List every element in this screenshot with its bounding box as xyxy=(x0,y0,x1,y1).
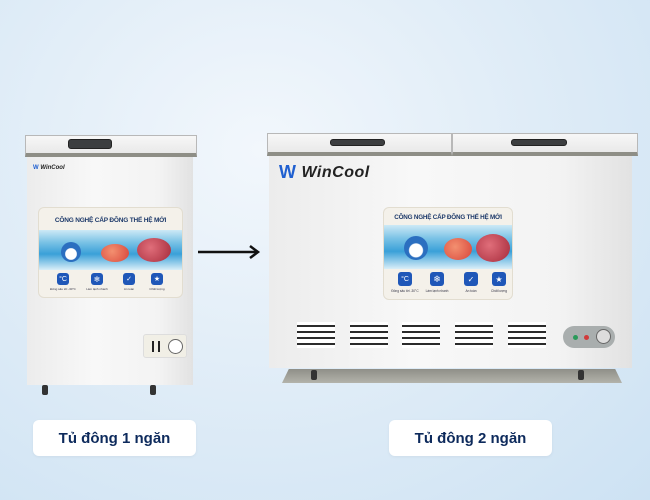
double-compartment-freezer: W WinCool CÔNG NGHỆ CẤP ĐÔNG THẾ HỆ MỚI … xyxy=(266,133,640,385)
feature-item: ★Chất lượng xyxy=(143,273,171,291)
green-indicator-light xyxy=(573,335,578,340)
thermostat-dial[interactable] xyxy=(596,329,611,344)
feature-item: ✓An toàn xyxy=(456,272,486,293)
brand-logo: W WinCool xyxy=(279,162,370,182)
lid-handle xyxy=(68,139,112,149)
salmon-image xyxy=(444,238,472,260)
thermostat-control[interactable] xyxy=(143,334,187,358)
award-icon: ★ xyxy=(492,272,506,286)
wheel xyxy=(578,370,584,380)
single-compartment-freezer: W WinCool CÔNG NGHỆ CẤP ĐÔNG THẾ HỆ MỚI … xyxy=(25,135,197,397)
panel-title: CÔNG NGHỆ CẤP ĐÔNG THẾ HỆ MỚI xyxy=(394,214,502,221)
award-icon: ★ xyxy=(151,273,163,285)
vent-grille xyxy=(402,322,440,348)
lid-handle xyxy=(330,139,385,146)
snowflake-icon: ❄ xyxy=(430,272,444,286)
vent-grille xyxy=(455,322,493,348)
brand-logo: W WinCool xyxy=(33,165,65,171)
feature-item: ❄Làm lạnh nhanh xyxy=(425,272,449,293)
label-single-compartment: Tủ đông 1 ngăn xyxy=(33,420,196,456)
wheel xyxy=(311,370,317,380)
snowflake-icon: ❄ xyxy=(91,273,103,285)
feature-item: ★Chất lượng xyxy=(484,272,512,293)
shield-icon: ✓ xyxy=(464,272,478,286)
freezer-base xyxy=(282,369,622,383)
meat-image xyxy=(476,234,510,262)
thermometer-icon: °C xyxy=(398,272,412,286)
wheel xyxy=(42,385,48,395)
vent-grille xyxy=(297,322,335,348)
lid-handle xyxy=(511,139,567,146)
shield-icon: ✓ xyxy=(123,273,135,285)
panel-title: CÔNG NGHỆ CẤP ĐÔNG THẾ HỆ MỚI xyxy=(54,217,167,224)
label-double-compartment: Tủ đông 2 ngăn xyxy=(389,420,552,456)
thermostat-control[interactable] xyxy=(563,326,615,348)
thermometer-icon: °C xyxy=(57,273,69,285)
wheel xyxy=(150,385,156,395)
meat-image xyxy=(137,238,171,262)
red-indicator-light xyxy=(584,335,589,340)
feature-item: ✓An toàn xyxy=(115,273,143,291)
thermostat-dial[interactable] xyxy=(168,339,183,354)
vent-grille xyxy=(350,322,388,348)
penguin-icon xyxy=(61,242,81,262)
vent-grille xyxy=(508,322,546,348)
feature-item: ❄Làm lạnh nhanh xyxy=(86,273,108,291)
salmon-image xyxy=(101,244,129,262)
arrow-right-icon xyxy=(198,245,261,259)
penguin-icon xyxy=(404,236,428,260)
